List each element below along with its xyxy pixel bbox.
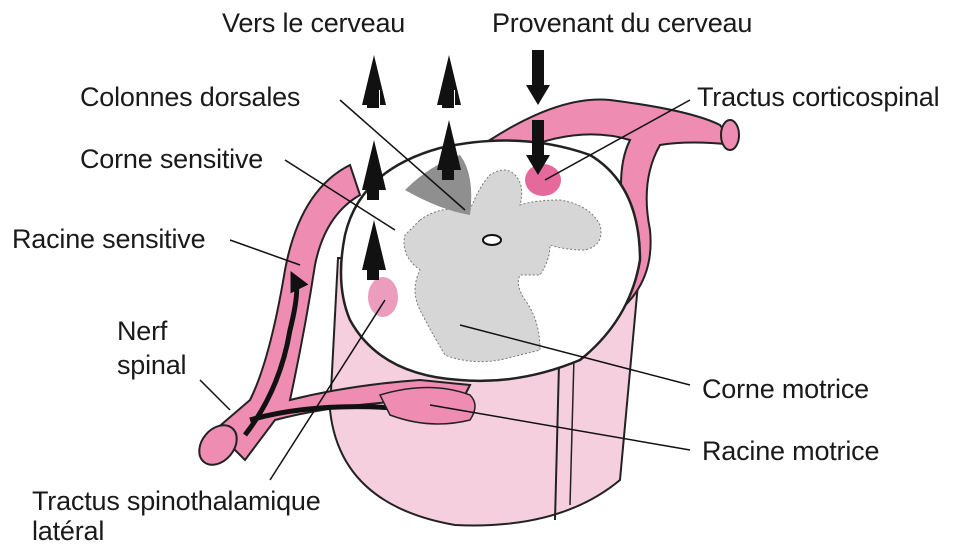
central-canal [483,235,501,245]
label-sensory-root: Racine sensitive [12,224,205,254]
corticospinal-tract [525,164,561,196]
label-corticospinal: Tractus corticospinal [697,82,939,112]
label-to-brain: Vers le cerveau [222,8,405,38]
label-from-brain: Provenant du cerveau [492,8,752,38]
cross-section [341,140,640,380]
label-spinal-nerve-1: Nerf [117,316,167,346]
label-dorsal-columns: Colonnes dorsales [80,82,300,112]
spinothalamic-tract [368,277,398,317]
label-spinothalamic-1: Tractus spinothalamique [32,486,321,516]
label-spinal-nerve-2: spinal [117,350,186,380]
label-sensory-horn: Corne sensitive [80,144,263,174]
label-motor-horn: Corne motrice [702,374,869,404]
label-motor-root: Racine motrice [702,436,879,466]
label-spinothalamic-2: latéral [32,516,104,546]
